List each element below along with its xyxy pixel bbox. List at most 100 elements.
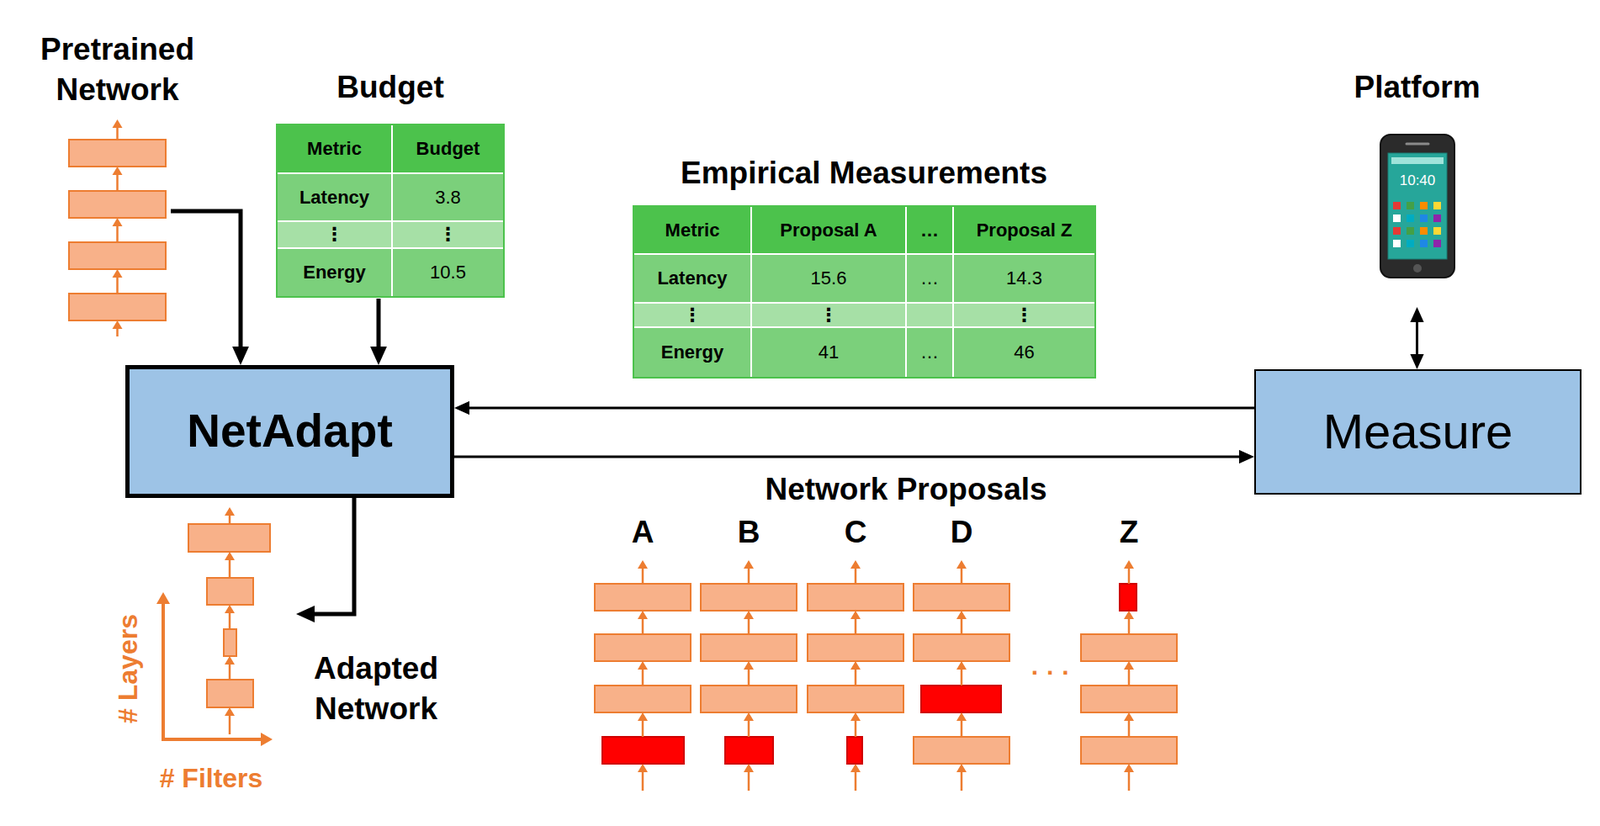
node-label: Adapted Network	[296, 648, 456, 730]
flow-arrow	[854, 618, 858, 635]
axis-line	[161, 602, 165, 742]
flow-arrow	[228, 612, 232, 630]
arrow-head	[850, 763, 861, 773]
phone-screen	[1388, 153, 1447, 260]
arrow-head	[637, 712, 648, 721]
node-heading: Platform	[1324, 67, 1510, 108]
table-cell-bg	[633, 327, 752, 378]
flow-arrow	[116, 174, 119, 191]
layer-block	[807, 685, 904, 713]
table-cell-bg	[905, 302, 954, 328]
arrow-head	[743, 712, 754, 721]
table-cell-bg	[276, 124, 393, 174]
arrow-head	[1123, 712, 1134, 721]
layer-block	[807, 583, 904, 611]
app-icon	[1406, 214, 1415, 223]
layer-block	[913, 634, 1010, 662]
table-border	[276, 124, 504, 297]
budget-table: Budget	[276, 124, 504, 297]
flow-arrow	[1128, 668, 1131, 686]
arrow-head	[850, 610, 861, 620]
table-cell: 46	[1013, 341, 1034, 363]
arrow-head	[156, 592, 170, 604]
table-cell-bg	[633, 302, 752, 328]
table-cell: Budget	[416, 137, 481, 159]
connector-arrow	[469, 407, 1255, 410]
table-cell: …	[920, 341, 939, 363]
table-cell: ⋮	[325, 223, 345, 245]
app-icon	[1433, 214, 1442, 223]
flow-arrow	[747, 771, 751, 791]
arrow-head	[112, 166, 123, 175]
arrow-head	[743, 610, 754, 620]
table-cell: ⋮	[683, 304, 702, 326]
flow-arrow	[228, 663, 232, 680]
table-cell-bg	[276, 221, 393, 249]
flow-arrow	[747, 720, 751, 737]
flow-arrow	[960, 668, 964, 686]
arrow-head	[224, 656, 235, 665]
arrow-head	[850, 661, 861, 670]
node-heading: Budget	[297, 67, 483, 108]
layer-block	[700, 583, 797, 611]
flow-arrow	[854, 771, 858, 791]
table-cell-bg	[953, 327, 1096, 378]
arrow-head	[637, 610, 648, 620]
flow-arrow	[228, 715, 232, 735]
app-icon	[1433, 201, 1442, 210]
table-cell-bg	[276, 173, 393, 222]
connector-arrow	[314, 498, 355, 615]
flow-arrow	[960, 720, 964, 737]
status-bar	[1391, 157, 1444, 165]
arrow-head	[637, 560, 648, 569]
table-cell: ⋮	[819, 304, 838, 326]
flow-arrow	[641, 618, 645, 635]
network-stack: Pretrained Network	[68, 115, 166, 337]
table-cell: 10.5	[429, 261, 467, 283]
flow-arrow	[960, 618, 964, 635]
layer-block	[913, 583, 1010, 611]
node-heading: Pretrained Network	[16, 29, 219, 111]
pruned-layer	[847, 736, 863, 764]
layer-block	[206, 679, 254, 708]
layer-block	[68, 190, 166, 218]
proposal-letter: C	[844, 514, 868, 551]
proposal-letter: D	[950, 514, 974, 551]
table-cell: Proposal A	[779, 219, 877, 241]
arrow-head	[112, 269, 123, 278]
network-stack: Adapted Network	[296, 588, 456, 732]
table-cell-bg	[392, 248, 504, 297]
axis-label: # Filters	[159, 762, 264, 795]
layer-block	[206, 577, 254, 605]
pruned-layer	[1119, 583, 1137, 611]
table-cell-bg	[392, 221, 504, 249]
flow-arrow	[960, 771, 964, 791]
flow-arrow	[1128, 771, 1131, 791]
table-cell: 41	[818, 341, 839, 363]
layer-block	[700, 634, 797, 662]
phone-speaker	[1406, 143, 1429, 146]
arrow-head	[956, 610, 967, 620]
connector-arrow	[376, 298, 382, 347]
layer-block	[1080, 736, 1177, 764]
arrow-head	[1123, 560, 1134, 569]
axis-line	[161, 737, 263, 742]
table-cell-bg	[953, 206, 1096, 255]
table-cell: ⋮	[439, 223, 458, 245]
arrow-head	[637, 661, 648, 670]
table-cell: Latency	[656, 267, 727, 289]
table-cell: Proposal Z	[976, 219, 1073, 241]
flow-arrow	[228, 514, 232, 525]
flow-arrow	[747, 618, 751, 635]
table-cell-bg	[633, 254, 752, 303]
proposal-letter: A	[631, 514, 655, 551]
section-heading: Empirical Measurements	[680, 155, 1048, 192]
arrow-head	[112, 119, 123, 128]
app-icon	[1419, 214, 1428, 223]
connector-arrow	[170, 211, 241, 347]
table-cell: ⋮	[1015, 304, 1034, 326]
table-cell: …	[920, 267, 939, 289]
arrow-head	[1123, 763, 1134, 773]
proposal-letter: Z	[1119, 514, 1140, 551]
